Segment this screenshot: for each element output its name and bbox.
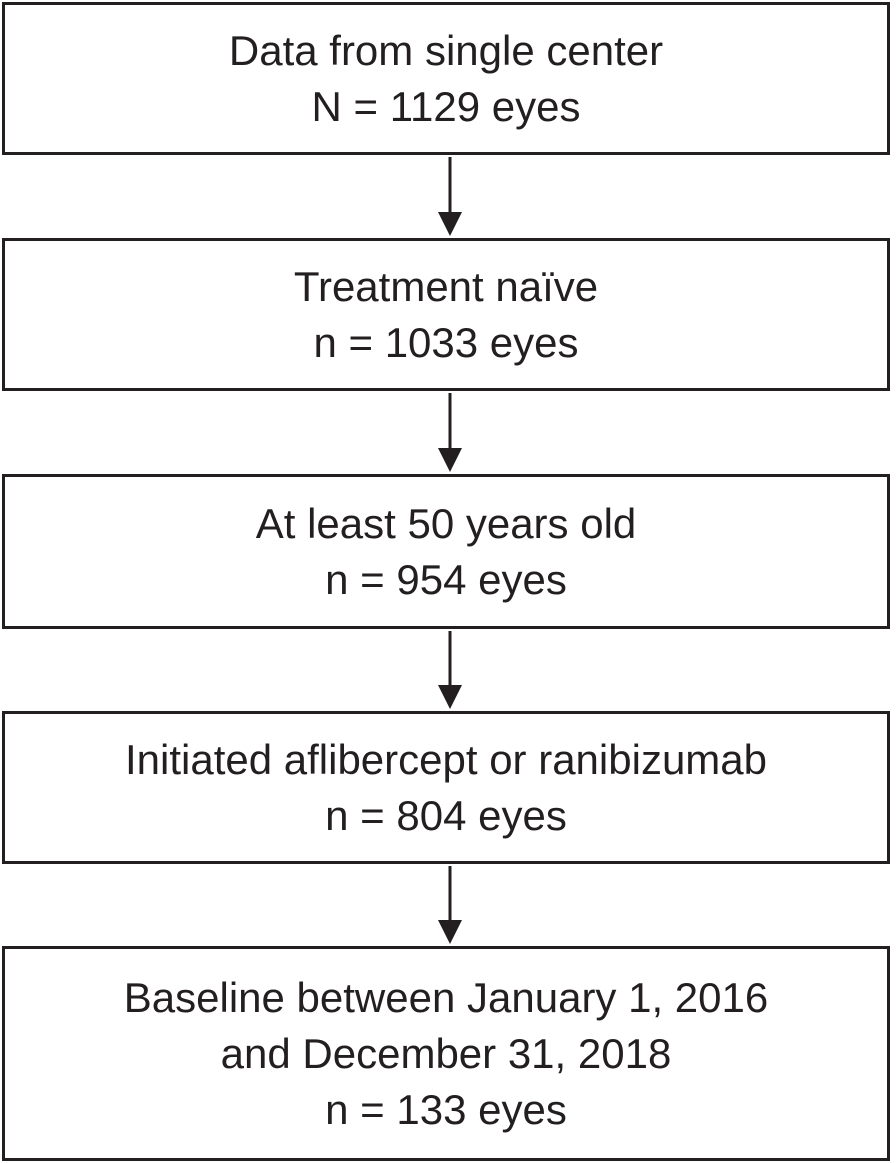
step-box-data-from-single-center: Data from single center N = 1129 eyes — [2, 2, 890, 155]
step-count: n = 804 eyes — [325, 791, 567, 839]
arrow-2-to-3 — [438, 393, 462, 472]
arrow-head-icon — [438, 685, 462, 709]
step-count: n = 133 eyes — [325, 1085, 567, 1133]
arrow-head-icon — [438, 212, 462, 236]
step-label: Baseline between January 1, 2016 — [123, 973, 769, 1021]
arrow-1-to-2 — [438, 157, 462, 236]
step-box-treatment-initiated: Initiated aflibercept or ranibizumab n =… — [2, 711, 890, 864]
arrow-3-to-4 — [438, 631, 462, 709]
arrow-head-icon — [438, 448, 462, 472]
step-box-age-filter: At least 50 years old n = 954 eyes — [2, 474, 890, 629]
step-label: Data from single center — [228, 26, 664, 74]
step-label: At least 50 years old — [255, 499, 637, 547]
step-count: n = 954 eyes — [325, 555, 567, 603]
step-box-baseline-window: Baseline between January 1, 2016 and Dec… — [2, 946, 890, 1161]
step-label-line2: and December 31, 2018 — [220, 1029, 672, 1077]
arrow-head-icon — [438, 920, 462, 944]
step-label: Treatment naïve — [293, 262, 599, 310]
step-count: N = 1129 eyes — [311, 82, 581, 130]
step-box-treatment-naive: Treatment naïve n = 1033 eyes — [2, 238, 890, 391]
arrow-4-to-5 — [438, 866, 462, 944]
step-label: Initiated aflibercept or ranibizumab — [124, 735, 768, 783]
step-count: n = 1033 eyes — [313, 318, 579, 366]
